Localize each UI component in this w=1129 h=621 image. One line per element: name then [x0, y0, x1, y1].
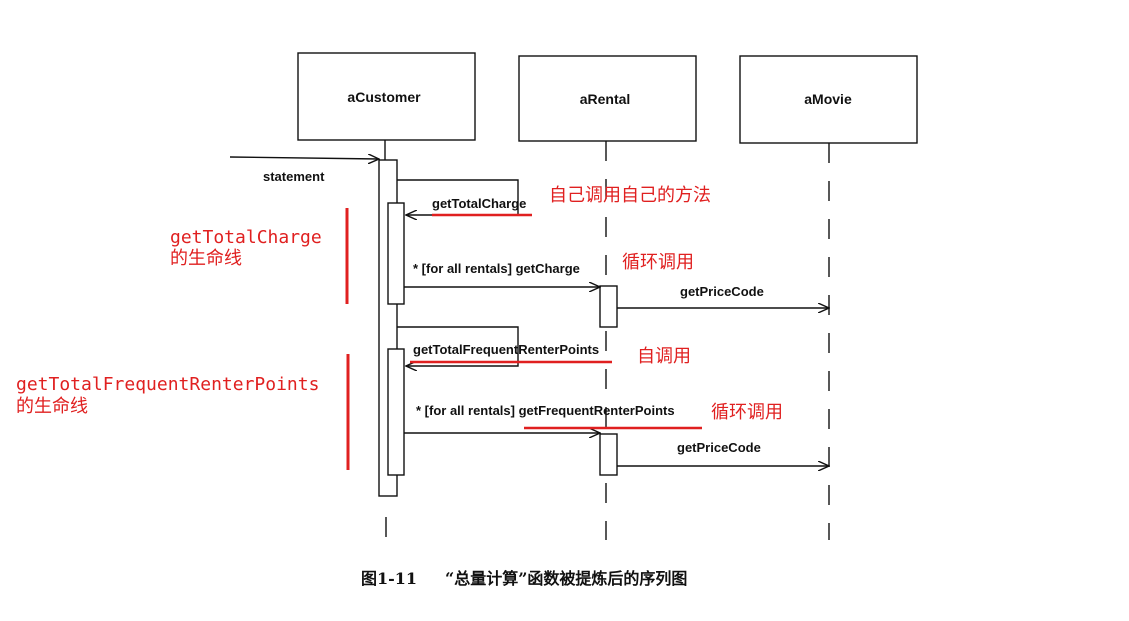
figure-number: 图1-11: [361, 569, 417, 588]
message-gettotalcharge: getTotalCharge: [432, 196, 526, 211]
object-acustomer: aCustomer: [297, 52, 476, 141]
activation-gettotalfrequentrenterpoints: [387, 348, 405, 476]
object-label-amovie: aMovie: [804, 91, 852, 107]
activations: [378, 159, 618, 497]
message-gettotalfrequentrenterpoints: getTotalFrequentRenterPoints: [413, 342, 599, 357]
annotation-self-call: 自调用: [637, 346, 691, 367]
red-brackets: [345, 208, 350, 470]
message-statement: statement: [263, 169, 325, 184]
message-getpricecode-2: getPriceCode: [677, 440, 761, 455]
object-amovie: aMovie: [739, 55, 918, 144]
annotation-self-call-method: 自己调用自己的方法: [549, 185, 711, 206]
arrow-gettotalfrequentrenterpoints: [397, 326, 519, 366]
annotation-charge-lifeline-line2: 的生命线: [170, 248, 242, 269]
annotation-points-lifeline-line2: 的生命线: [16, 396, 88, 417]
lifelines: [384, 140, 830, 540]
red-underlines: [410, 213, 702, 430]
message-getfrequentrenterpoints: * [for all rentals] getFrequentRenterPoi…: [416, 403, 675, 418]
figure-caption: “总量计算”函数被提炼后的序列图: [445, 569, 687, 588]
arrow-statement: [229, 157, 379, 159]
message-getpricecode-1: getPriceCode: [680, 284, 764, 299]
object-label-acustomer: aCustomer: [347, 89, 421, 105]
annotation-charge-lifeline-line1: getTotalCharge: [170, 227, 322, 248]
annotation-loop-call-2: 循环调用: [711, 402, 783, 423]
activation-getfrequentrenterpoints: [599, 433, 618, 476]
message-getcharge: * [for all rentals] getCharge: [413, 261, 580, 276]
annotation-loop-call-1: 循环调用: [622, 252, 694, 273]
object-arental: aRental: [518, 55, 697, 142]
object-label-arental: aRental: [580, 91, 631, 107]
activation-gettotalcharge: [387, 202, 405, 305]
annotation-points-lifeline-line1: getTotalFrequentRenterPoints: [16, 374, 319, 395]
activation-getcharge: [599, 285, 618, 328]
